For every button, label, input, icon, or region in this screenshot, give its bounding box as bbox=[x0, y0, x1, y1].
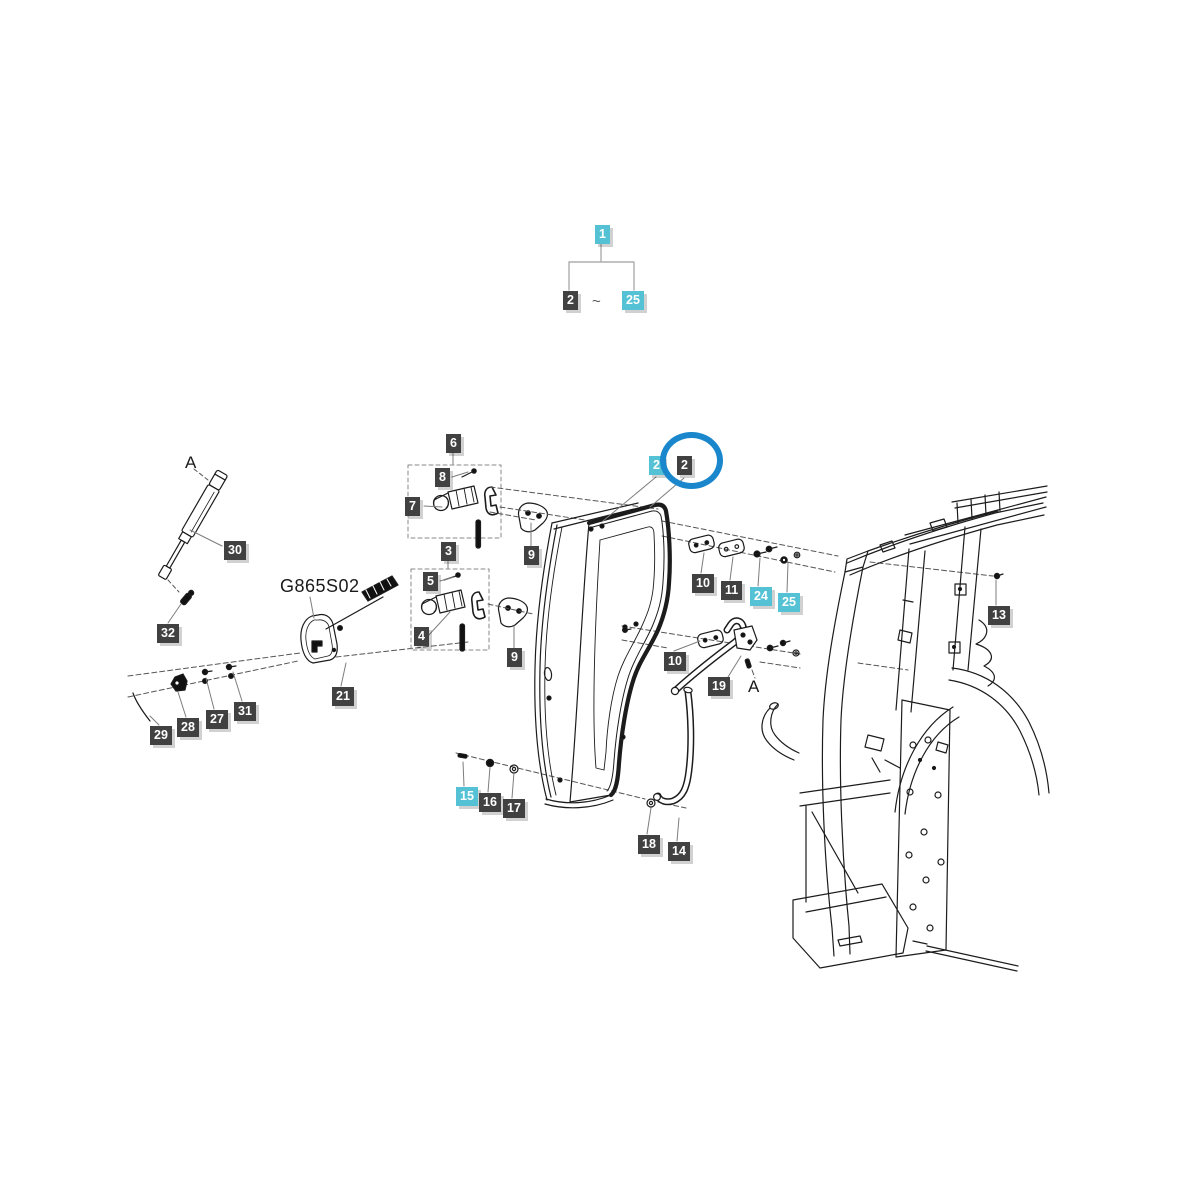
range-separator: ~ bbox=[592, 293, 601, 310]
callout-17: 17 bbox=[503, 799, 525, 818]
callout-25-range-end: 25 bbox=[622, 291, 644, 310]
callout-25: 25 bbox=[778, 593, 800, 612]
bottom-fasteners bbox=[457, 752, 656, 808]
callout-29: 29 bbox=[150, 726, 172, 745]
mirror-arm-grip bbox=[361, 575, 399, 602]
callout-11: 11 bbox=[721, 581, 743, 600]
ball-stud bbox=[180, 589, 195, 606]
gas-strut bbox=[158, 468, 228, 606]
callout-14: 14 bbox=[668, 842, 690, 861]
callout-9-upper: 9 bbox=[524, 546, 539, 565]
upper-hinge-group bbox=[407, 464, 502, 549]
callout-27: 27 bbox=[206, 710, 228, 729]
callout-6: 6 bbox=[446, 434, 461, 453]
handle-screws bbox=[621, 626, 800, 669]
door-handle-19 bbox=[670, 617, 758, 696]
callout-3: 3 bbox=[441, 542, 456, 561]
callout-21: 21 bbox=[332, 687, 354, 706]
door-handle-14 bbox=[652, 686, 695, 806]
hinge-lower bbox=[420, 589, 466, 616]
callout-1-root: 1 bbox=[595, 225, 610, 244]
lower-hinge-group bbox=[410, 568, 490, 652]
callout-30: 30 bbox=[224, 541, 246, 560]
callout-13: 13 bbox=[988, 606, 1010, 625]
strike-plate-10-upper bbox=[688, 534, 715, 554]
callout-10-upper: 10 bbox=[692, 574, 714, 593]
callout-5: 5 bbox=[423, 572, 438, 591]
door-frame bbox=[534, 502, 639, 809]
callout-10-lower: 10 bbox=[664, 652, 686, 671]
callout-4: 4 bbox=[414, 627, 429, 646]
cab-frame bbox=[761, 485, 1050, 972]
highlight-circle bbox=[660, 432, 723, 489]
screw-13 bbox=[993, 572, 1004, 580]
callout-19: 19 bbox=[708, 677, 730, 696]
callout-18: 18 bbox=[638, 835, 660, 854]
callout-8: 8 bbox=[435, 468, 450, 487]
left-fastener-row bbox=[127, 641, 469, 722]
callout-32: 32 bbox=[157, 624, 179, 643]
callout-9-lower: 9 bbox=[507, 648, 522, 667]
screws-24-25 bbox=[753, 545, 801, 564]
product-code: G865S02 bbox=[280, 576, 360, 596]
callout-2-range-start: 2 bbox=[563, 291, 578, 310]
callout-16: 16 bbox=[479, 793, 501, 812]
mount-plate-9-lower bbox=[497, 597, 529, 628]
hierarchy-connector bbox=[568, 243, 635, 291]
door-glass bbox=[543, 502, 672, 803]
view-marker-a-handle: A bbox=[748, 677, 760, 696]
callout-31: 31 bbox=[234, 702, 256, 721]
view-marker-a-strut: A bbox=[185, 453, 197, 472]
callout-24: 24 bbox=[750, 587, 772, 606]
callout-7: 7 bbox=[405, 497, 420, 516]
callout-15: 15 bbox=[456, 787, 478, 806]
mount-plate-9-upper bbox=[517, 502, 549, 533]
callout-28: 28 bbox=[177, 718, 199, 737]
door-clip bbox=[170, 673, 188, 692]
strike-plate-11 bbox=[718, 538, 745, 558]
mirror-bracket bbox=[300, 575, 399, 664]
hinge-upper bbox=[432, 485, 479, 512]
